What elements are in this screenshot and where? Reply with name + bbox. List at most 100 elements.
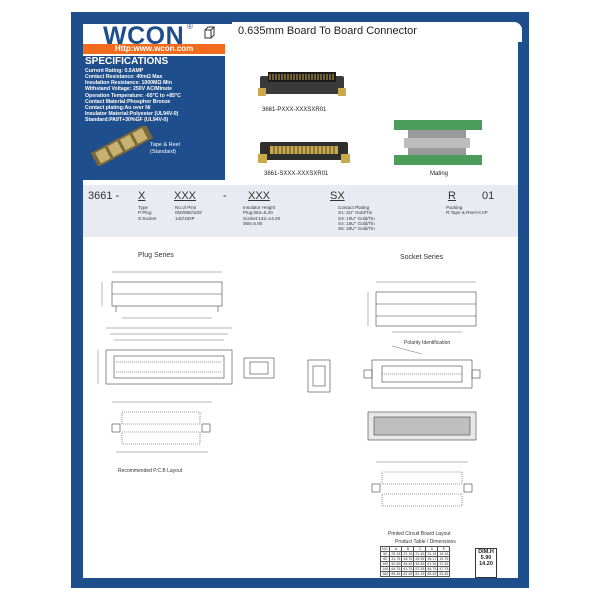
spec-line: Current Rating: 0.5AMP <box>85 68 144 74</box>
desc-line: Insulator Height <box>243 205 276 210</box>
tape-label-line: (Standard) <box>150 149 176 155</box>
packing-description: Packing R:Tape & Reel+CAP <box>446 205 488 216</box>
table-cell: 31.15 <box>425 551 439 557</box>
height-description: Insulator Height Plug:062=6.20 Socket:14… <box>243 205 280 226</box>
brand-url[interactable]: Http:www.wcon.com <box>114 44 194 53</box>
tape-reel-image <box>90 126 153 166</box>
frame-bottom-bar <box>71 578 529 588</box>
plating-description: Contact Plating S1: 3U" Gold/Tin S3: 10U… <box>338 205 375 231</box>
table-cell: 22.15 <box>401 551 415 557</box>
socket-contact-view <box>367 411 477 441</box>
socket-top-view <box>363 345 481 389</box>
table-cell: 25.15 <box>389 551 403 557</box>
cube-icon <box>204 26 216 39</box>
pins-description: No.of Pins 050/060/100/ 140/160P <box>175 205 202 221</box>
table-cell: 64.75 <box>389 566 403 572</box>
registered-mark: ® <box>187 22 193 31</box>
plug-series-title: Plug Series <box>138 252 174 259</box>
table-header-row: NO. A B C D E <box>379 546 451 552</box>
spec-line: Contact plating:Au over Ni <box>85 105 151 111</box>
spec-line: Standard:PA9T+30%GF (UL94V-0) <box>85 117 169 123</box>
polarity-label: Polarity Identification <box>404 340 451 346</box>
table-cell: 57.35 <box>413 566 427 572</box>
table-cell: 61.75 <box>401 566 415 572</box>
table-cell: 21.45 <box>413 551 427 557</box>
frame-top-bar <box>71 12 529 24</box>
technical-drawings <box>83 240 518 578</box>
table-cell: 16.15 <box>437 551 451 557</box>
socket-side-view <box>367 281 477 333</box>
socket-pcb-label: Printed Circuit Board Layout <box>388 531 451 537</box>
table-cell: 26.95 <box>413 556 427 562</box>
table-cell: 28.75 <box>401 556 415 562</box>
table-row: 100 50.45 48.45 45.45 51.35 37.45 <box>379 561 451 567</box>
desc-line: Plug:062=6.20 <box>243 210 273 216</box>
dim-h-heading: DIM.H <box>478 549 494 555</box>
table-cell: 85.45 <box>389 571 403 577</box>
desc-line: S3: 10U" Gold/Tin <box>338 215 375 221</box>
part-number-strip <box>83 185 518 237</box>
plug-side-view <box>101 271 223 319</box>
socket-series-title: Socket Series <box>400 254 444 261</box>
table-cell: 37.45 <box>437 561 451 567</box>
table-cell: 35.17 <box>425 556 439 562</box>
pn-height: XXX <box>248 190 271 202</box>
mating-photo <box>394 120 482 165</box>
mating-photo-caption: Mating <box>430 171 449 177</box>
desc-line: S:Socket <box>138 215 157 221</box>
table-cell: 46.75 <box>425 566 439 572</box>
table-row: 60 31.75 28.75 26.95 35.17 19.75 <box>379 556 451 562</box>
table-cell: 82.45 <box>401 571 415 577</box>
table-row: 160 85.45 82.45 81.15 85.45 53.45 <box>379 571 451 577</box>
table-row: 50 25.15 22.15 21.45 31.15 16.15 <box>379 551 451 557</box>
socket-pcb-layout <box>371 461 473 507</box>
pn-suffix: 01 <box>482 190 495 202</box>
desc-line: No.of Pins <box>175 205 197 210</box>
spec-line: Insulator Material:Polyester (UL94V-0) <box>85 111 179 117</box>
table-caption: Product Table / Dimensions <box>395 539 456 545</box>
frame-right-bar <box>518 12 529 588</box>
desc-line: S5: 30U" Gold/Tin <box>338 226 375 232</box>
plug-pcb-layout <box>111 401 212 453</box>
plug-pcb-label: Recommended P.C.B Layout <box>118 468 183 474</box>
connector-drawings <box>97 271 481 507</box>
pn-packing: R <box>448 190 456 202</box>
table-cell: 19.75 <box>437 556 451 562</box>
plug-top-view <box>97 327 233 385</box>
frame-left-bar <box>71 12 83 588</box>
socket-photo-caption: 3661-SXXX-XXXSXR01 <box>264 171 329 177</box>
desc-line: R:Tape & Reel+CAP <box>446 210 488 216</box>
spec-line: Contact Resistance: 40mΩ Max <box>85 74 163 80</box>
desc-line: Contact Plating <box>338 205 370 210</box>
table-cell: 45.45 <box>413 561 427 567</box>
page-title: 0.635mm Board To Board Connector <box>238 25 417 37</box>
desc-line: S1: 3U" Gold/Tin <box>338 210 373 216</box>
desc-line: P:Plug <box>138 210 152 216</box>
pn-prefix: 3661 - <box>88 190 120 202</box>
desc-line: Socket:142=14.20 <box>243 215 281 221</box>
table-cell: 50.45 <box>389 561 403 567</box>
plug-end-view <box>243 357 275 379</box>
dim-h-value: 5.90 <box>480 555 492 561</box>
socket-end-view <box>307 359 331 393</box>
spec-line: Withstand Voltage: 250V AC/Minute <box>85 86 172 92</box>
tape-label-line: Tape & Reel <box>150 142 180 148</box>
desc-line: Type <box>138 205 148 210</box>
plug-connector-photo <box>258 72 346 96</box>
tape-reel-label: Tape & Reel (Standard) <box>150 142 180 156</box>
product-table: NO. A B C D E 50 25.15 22.15 21.45 31.15… <box>379 546 451 577</box>
socket-connector-photo <box>258 142 350 163</box>
pn-pins: XXX <box>174 190 197 202</box>
pn-dash: - <box>223 190 227 202</box>
desc-line: 058=5.90 <box>243 220 263 226</box>
dim-h-box: DIM.H 5.90 14.20 <box>475 548 497 578</box>
table-cell: 48.45 <box>401 561 415 567</box>
table-row: 140 64.75 61.75 57.35 46.75 47.75 <box>379 566 451 572</box>
url-banner <box>83 44 225 54</box>
type-description: Type P:Plug S:Socket <box>138 205 156 221</box>
table-cell: 81.15 <box>413 571 427 577</box>
plug-photo-caption: 3661-PXXX-XXXSXR01 <box>262 107 327 113</box>
dim-h-value: 14.20 <box>479 561 493 567</box>
table-cell: 31.75 <box>389 556 403 562</box>
desc-line: 050/060/100/ <box>175 210 202 216</box>
